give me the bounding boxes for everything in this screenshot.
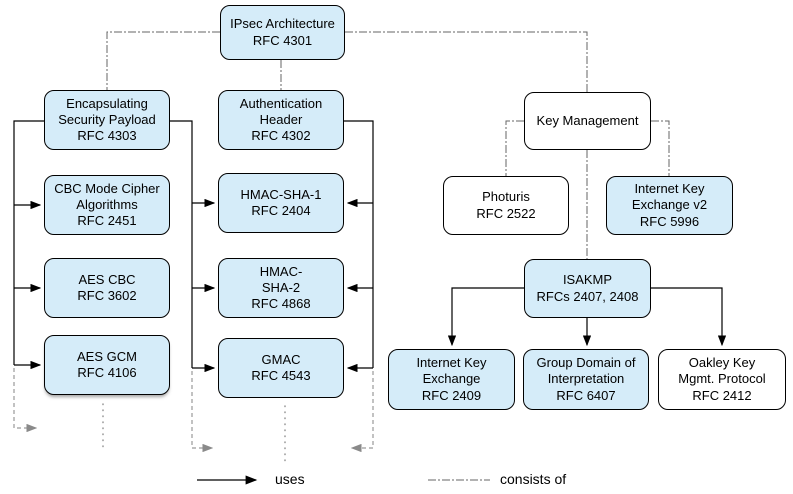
continuation-esp-right xyxy=(191,371,214,453)
node-group-domain-of-interpretation: Group Domain of Interpretation RFC 6407 xyxy=(523,349,649,410)
edge-ipsec-esp xyxy=(106,31,220,90)
node-internet-key-exchange: Internet Key Exchange RFC 2409 xyxy=(388,349,515,410)
node-encapsulating-security-payload: Encapsulating Security Payload RFC 4303 xyxy=(44,90,170,150)
node-aes-cbc: AES CBC RFC 3602 xyxy=(44,258,170,318)
edge-ipsec-keymgmt xyxy=(345,31,588,92)
node-ipsec-architecture: IPsec Architecture RFC 4301 xyxy=(220,5,345,60)
node-aes-cbc-label: AES CBC RFC 3602 xyxy=(77,271,137,303)
node-gdoi-label: Group Domain of Interpretation RFC 6407 xyxy=(536,355,636,403)
node-internet-key-exchange-v2: Internet Key Exchange v2 RFC 5996 xyxy=(606,176,733,235)
node-hmac-sha-2-label: HMAC- SHA-2 RFC 4868 xyxy=(251,263,311,312)
continuation-dots xyxy=(102,403,286,467)
legend-consists-of-label: consists of xyxy=(500,471,567,487)
edge-keymgmt-photuris xyxy=(505,120,524,176)
node-isakmp-label: ISAKMP RFCs 2407, 2408 xyxy=(536,272,639,304)
node-key-management: Key Management xyxy=(524,92,651,150)
node-photuris: Photuris RFC 2522 xyxy=(443,176,569,235)
node-key-management-label: Key Management xyxy=(536,112,639,128)
edges-consists-of xyxy=(106,31,670,259)
esp-right-rail xyxy=(170,120,193,368)
continuation-esp-left xyxy=(13,368,38,433)
legend-uses-label: uses xyxy=(275,471,305,487)
node-ikev2-label: Internet Key Exchange v2 RFC 5996 xyxy=(631,181,708,229)
node-hmac-sha-2: HMAC- SHA-2 RFC 4868 xyxy=(218,258,344,318)
node-authentication-header: Authentication Header RFC 4302 xyxy=(218,90,344,150)
node-cbc-label: CBC Mode Cipher Algorithms RFC 2451 xyxy=(54,180,160,229)
node-cbc-mode-cipher-algorithms: CBC Mode Cipher Algorithms RFC 2451 xyxy=(44,175,170,235)
edge-keymgmt-ikev2 xyxy=(651,120,670,176)
edges-uses xyxy=(13,120,727,373)
node-oakley-label: Oakley Key Mgmt. Protocol RFC 2412 xyxy=(678,355,766,403)
esp-left-rail xyxy=(13,120,44,365)
node-oakley-key-mgmt-protocol: Oakley Key Mgmt. Protocol RFC 2412 xyxy=(658,349,786,410)
node-ah-label: Authentication Header RFC 4302 xyxy=(239,95,323,144)
node-gmac-label: GMAC RFC 4543 xyxy=(251,351,311,383)
node-ike-label: Internet Key Exchange RFC 2409 xyxy=(416,355,487,403)
edge-isakmp-oakley xyxy=(651,287,727,347)
node-hmac-sha-1-label: HMAC-SHA-1 RFC 2404 xyxy=(240,186,322,218)
continuation-ah-right xyxy=(350,371,374,453)
node-aes-gcm: AES GCM RFC 4106 xyxy=(44,335,170,395)
node-isakmp: ISAKMP RFCs 2407, 2408 xyxy=(524,259,651,318)
continuation-marks xyxy=(13,368,374,453)
node-esp-label: Encapsulating Security Payload RFC 4303 xyxy=(58,95,156,144)
ah-right-rail xyxy=(344,120,374,368)
node-photuris-label: Photuris RFC 2522 xyxy=(476,189,536,221)
node-gmac: GMAC RFC 4543 xyxy=(218,338,344,398)
node-ipsec-architecture-label: IPsec Architecture RFC 4301 xyxy=(230,16,335,48)
node-hmac-sha-1: HMAC-SHA-1 RFC 2404 xyxy=(218,173,344,233)
node-aes-gcm-label: AES GCM RFC 4106 xyxy=(77,348,137,380)
edge-isakmp-ike xyxy=(447,287,524,347)
